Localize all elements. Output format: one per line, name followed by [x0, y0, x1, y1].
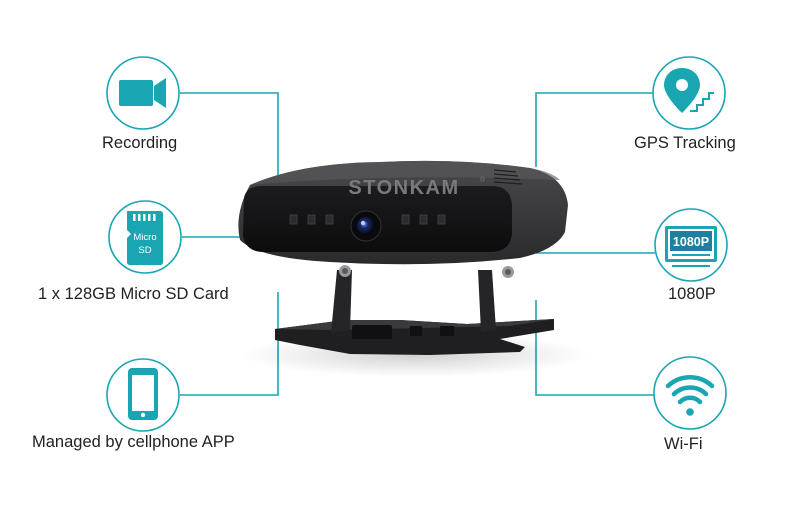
feature-recording [106, 56, 180, 130]
monitor-1080p-icon: 1080P [665, 226, 717, 267]
feature-app [106, 358, 180, 432]
device-vents [493, 169, 523, 185]
label-recording: Recording [102, 134, 178, 152]
sd-icon-text-sd: SD [138, 245, 151, 256]
connector-lines [180, 92, 655, 396]
mounting-bracket [275, 265, 554, 355]
sd-icon-text-micro: Micro [133, 232, 156, 243]
connector-gps [535, 92, 655, 167]
feature-1080p: 1080P [654, 208, 728, 282]
feature-gps [652, 56, 726, 130]
dashcam-device: STONKAM ® [238, 160, 590, 377]
connector-app [180, 292, 279, 396]
label-gps-tracking: GPS Tracking [634, 134, 736, 152]
brand-logo: STONKAM [348, 177, 459, 199]
brand-registered-mark: ® [480, 176, 486, 184]
label-1080p: 1080P [668, 285, 716, 303]
smartphone-icon [128, 368, 158, 420]
label-wifi: Wi-Fi [664, 435, 703, 453]
label-cellphone-app: Managed by cellphone APP [32, 433, 235, 451]
label-micro-sd: 1 x 128GB Micro SD Card [38, 285, 229, 303]
feature-sd-card: Micro SD [108, 200, 182, 274]
gps-pin-icon [664, 68, 714, 113]
monitor-icon-text: 1080P [673, 235, 709, 249]
video-camera-icon [119, 78, 166, 108]
ir-leds [289, 214, 446, 225]
connector-recording [180, 92, 279, 187]
wifi-icon [665, 375, 715, 416]
micro-sd-card-icon: Micro SD [127, 211, 163, 265]
feature-wifi [653, 356, 727, 430]
camera-lens [350, 210, 382, 242]
